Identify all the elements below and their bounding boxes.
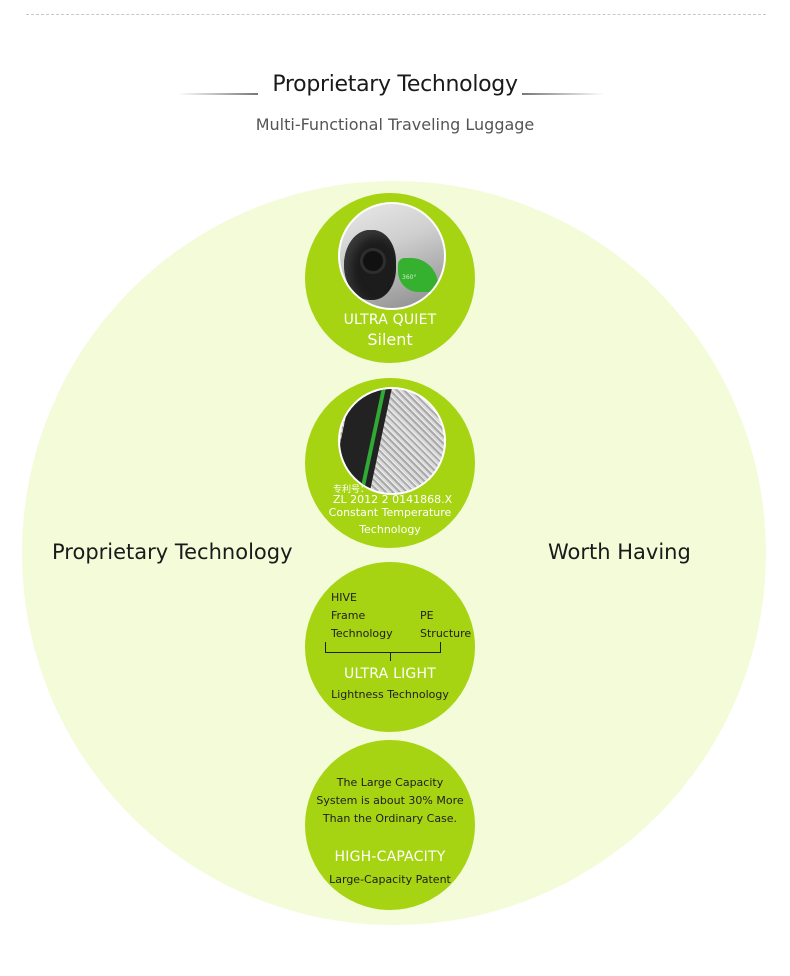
bracket-connector [325, 642, 441, 653]
feature-ultra-light: HIVE Frame Technology PE Structure ULTRA… [305, 562, 475, 732]
hive-line-3: Technology [331, 627, 393, 640]
wheel-photo-note: 360° [402, 274, 417, 281]
capacity-description: The Large Capacity System is about 30% M… [316, 776, 464, 825]
feature-caps-label: HIGH-CAPACITY [334, 849, 446, 865]
hive-line-2: Frame [331, 609, 366, 622]
feature-line-1: Constant Temperature [328, 506, 452, 519]
wheel-hub-shape [360, 248, 386, 274]
feature-high-capacity: The Large Capacity System is about 30% M… [305, 740, 475, 910]
heading-rule-left [178, 93, 258, 95]
feature-sub-label: Silent [367, 330, 413, 349]
bracket-stem [390, 653, 391, 661]
wheel-photo: 360° [338, 202, 446, 310]
foil-lining-photo [338, 387, 446, 495]
hive-line-1: HIVE [331, 591, 357, 604]
heading-rule-right [522, 93, 604, 95]
page-subtitle: Multi-Functional Traveling Luggage [255, 115, 535, 134]
feature-ultra-quiet: 360° ULTRA QUIET Silent [305, 193, 475, 363]
patent-number: ZL 2012 2 0141868.X [333, 493, 453, 506]
feature-sub-label: Lightness Technology [331, 688, 449, 701]
feature-caps-label: ULTRA LIGHT [344, 666, 436, 682]
feature-constant-temperature: 专利号： ZL 2012 2 0141868.X Constant Temper… [305, 378, 475, 548]
patent-label: 专利号： [333, 485, 370, 495]
feature-line-2: Technology [359, 523, 421, 536]
feature-caps-label: ULTRA QUIET [343, 312, 437, 328]
pe-line-2: Structure [420, 627, 472, 640]
page-title: Proprietary Technology [272, 72, 518, 97]
side-label-left: Proprietary Technology [52, 540, 293, 564]
pe-line-1: PE [420, 609, 434, 622]
pe-structure-label: PE Structure [420, 607, 471, 643]
top-dashed-divider [26, 14, 766, 15]
side-label-right: Worth Having [548, 540, 691, 564]
feature-sub-label: Large-Capacity Patent [329, 873, 451, 886]
hive-frame-label: HIVE Frame Technology [331, 589, 393, 643]
